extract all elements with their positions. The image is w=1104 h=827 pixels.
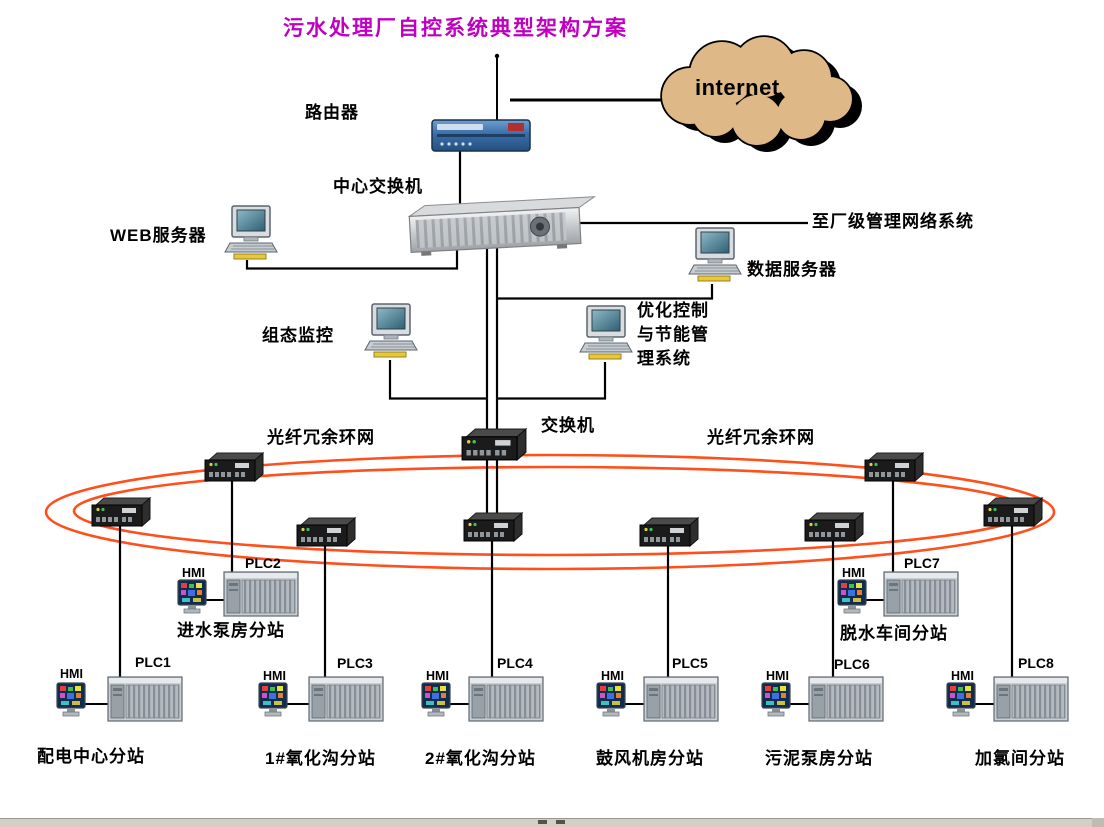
page-title: 污水处理厂自控系统典型架构方案 [283,17,628,40]
ring-switch-2 [91,497,151,527]
plc-label: PLC6 [834,656,870,672]
hmi5-device [596,682,626,717]
station-name: 污泥泵房分站 [765,749,873,768]
optimization-computer [579,305,633,360]
plc-label: PLC4 [497,655,533,671]
optimize-label-line3: 理系统 [637,349,691,368]
hmi4-device [421,682,451,717]
hmi6-device [761,682,791,717]
optimize-label-line1: 优化控制 [637,301,709,320]
ring-switch-8 [983,497,1043,527]
ring-switch-6 [804,512,864,542]
plc8-rack [993,676,1069,722]
station-name: 1#氧化沟分站 [265,749,376,768]
plc1-rack [107,676,183,722]
plc-label: PLC2 [245,555,281,571]
central-switch-device [407,196,597,256]
ring-switch-5 [639,517,699,547]
ring-switch-3 [296,517,356,547]
fiber-ring-right-label: 光纤冗余环网 [707,428,815,447]
router-label: 路由器 [305,103,359,122]
station-name: 脱水车间分站 [840,624,948,643]
hmi-label: HMI [426,669,449,683]
fiber-ring-left-label: 光纤冗余环网 [267,428,375,447]
hmi-label: HMI [60,667,83,681]
plc4-rack [468,676,544,722]
plc3-rack [308,676,384,722]
scrollbar-corner [1092,818,1104,827]
ring-switch-7 [864,452,924,482]
internet-cloud [660,35,862,152]
plc-label: PLC8 [1018,655,1054,671]
data-server-label: 数据服务器 [747,260,837,279]
hmi1-device [56,682,86,717]
data-server-computer [688,227,742,282]
station-name: 进水泵房分站 [177,621,285,640]
scrollbar-mark-icon[interactable] [538,820,547,824]
scada-monitor-computer [364,303,418,358]
hmi-label: HMI [601,669,624,683]
switch-label: 交换机 [541,416,595,435]
plc6-rack [808,676,884,722]
station-name: 鼓风机房分站 [596,749,704,768]
hmi7-device [837,579,867,614]
plc-label: PLC3 [337,655,373,671]
hmi-label: HMI [842,566,865,580]
web-server-computer [224,205,278,260]
scada-label: 组态监控 [262,326,334,345]
switch-device [461,428,527,461]
plant-network-label: 至厂级管理网络系统 [812,212,974,231]
ring-switch-1 [204,452,264,482]
plc-label: PLC7 [904,555,940,571]
router-device [431,119,531,152]
station-name: 2#氧化沟分站 [425,749,536,768]
station-name: 加氯间分站 [975,749,1065,768]
plc-label: PLC5 [672,655,708,671]
optimize-label-line2: 与节能管 [637,325,709,344]
plc2-rack [223,571,299,617]
plc7-rack [883,571,959,617]
station-name: 配电中心分站 [37,747,145,766]
connection-lines [85,53,1014,705]
hmi-label: HMI [766,669,789,683]
hmi2-device [177,579,207,614]
internet-label: internet [695,75,780,100]
hmi-label: HMI [951,669,974,683]
web-server-label: WEB服务器 [110,226,207,245]
plc-label: PLC1 [135,654,171,670]
scrollbar-mark-icon[interactable] [556,820,565,824]
central-switch-label: 中心交换机 [333,177,423,196]
hmi-label: HMI [182,566,205,580]
plc5-rack [643,676,719,722]
hmi3-device [258,682,288,717]
ring-switch-4 [463,512,523,542]
hmi8-device [946,682,976,717]
horizontal-scrollbar[interactable] [0,818,1104,827]
hmi-label: HMI [263,669,286,683]
